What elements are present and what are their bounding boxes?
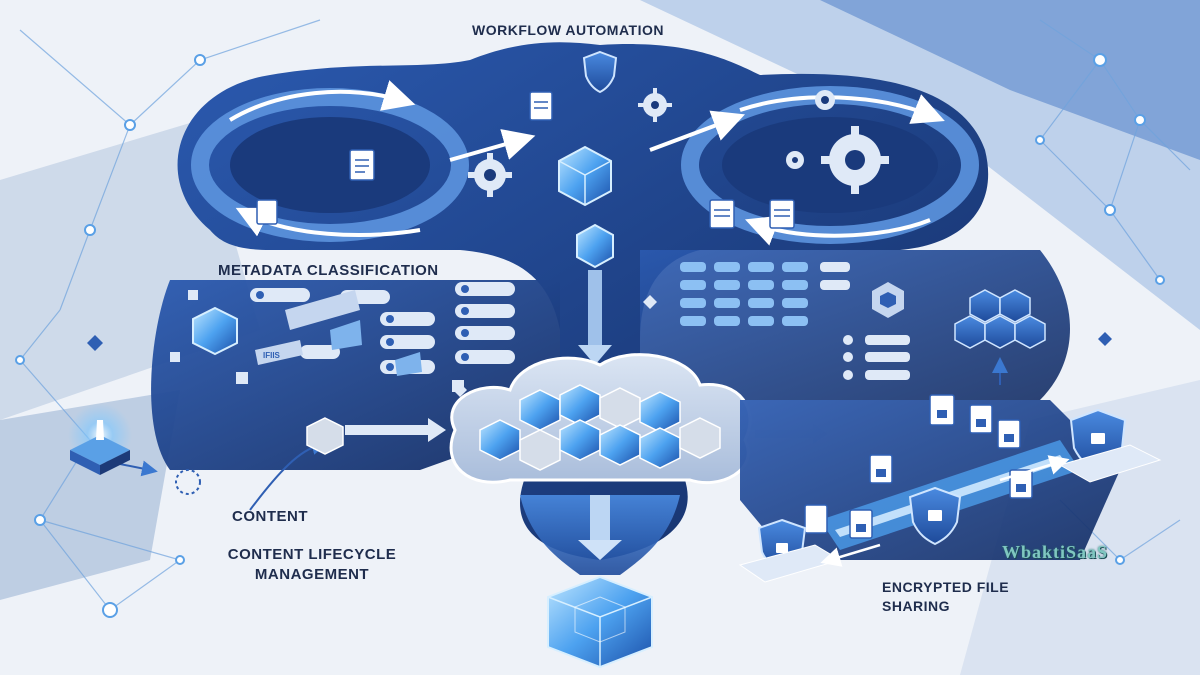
document-icons xyxy=(256,91,795,229)
scatter-diamonds xyxy=(87,295,1112,397)
label-content: CONTENT xyxy=(232,508,308,525)
watermark-logo: WbaktiSaaS xyxy=(1002,542,1109,562)
network-nodes xyxy=(15,53,1165,618)
glow-source xyxy=(68,403,201,495)
top-shield-icon xyxy=(582,50,618,94)
label-content-lifecycle-management: CONTENT LIFECYCLE MANAGEMENT xyxy=(227,546,397,583)
bottom-funnel xyxy=(520,495,680,669)
label-workflow-automation: WORKFLOW AUTOMATION xyxy=(472,22,664,38)
label-metadata-classification: METADATA CLASSIFICATION xyxy=(218,262,439,279)
loop-arrows xyxy=(228,80,945,246)
small-tag: IFIIS xyxy=(263,351,281,360)
label-encrypted-file-sharing: ENCRYPTED FILE SHARING xyxy=(882,579,1010,614)
right-grid-panel xyxy=(640,250,1070,400)
lock-icon xyxy=(856,410,1026,532)
encrypted-region xyxy=(738,357,1162,583)
storage-cubes xyxy=(479,384,721,471)
hexagon-icon xyxy=(954,289,1046,349)
gear-icons xyxy=(468,88,889,197)
down-arrow xyxy=(578,270,612,365)
content-cloud xyxy=(449,353,752,485)
output-cube-icon xyxy=(547,575,653,669)
workflow-cubes xyxy=(558,145,614,269)
